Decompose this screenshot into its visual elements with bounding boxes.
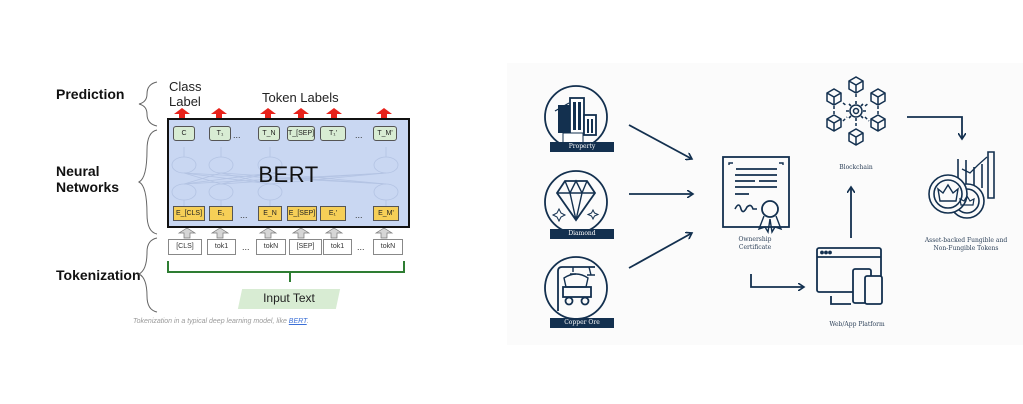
- input-token-box: tok1: [207, 239, 236, 255]
- blockchain-icon: [826, 76, 886, 146]
- ellipsis: ...: [355, 210, 363, 220]
- diamond-icon: [544, 170, 608, 234]
- arrow-property-to-certificate: [628, 124, 692, 159]
- prediction-arrows: [174, 108, 392, 119]
- bert-model-box: BERT C T₁ ... T_N T_[SEP] T₁' ... T_M' E…: [167, 118, 410, 228]
- stage-neural-networks-line2: Networks: [56, 179, 120, 195]
- cube: [870, 114, 886, 132]
- asset-label-property: Property: [550, 142, 614, 152]
- brace-neural-networks: [137, 129, 158, 235]
- ellipsis: ...: [233, 130, 241, 140]
- embedding-box: E_[SEP]: [287, 206, 317, 221]
- embedding-box: E_N: [258, 206, 282, 221]
- stage-prediction: Prediction: [56, 86, 125, 102]
- grey-arrow: [177, 228, 197, 239]
- ellipsis: ...: [357, 242, 365, 252]
- gear: [849, 104, 863, 118]
- certificate-label-line1: Ownership: [738, 236, 772, 243]
- input-token-box: tokN: [256, 239, 286, 255]
- red-arrow: [293, 108, 309, 119]
- token-labels-heading: Token Labels: [262, 90, 339, 105]
- grey-arrow: [210, 228, 230, 239]
- certificate-icon: [722, 156, 790, 235]
- stage-tokenization: Tokenization: [56, 267, 141, 283]
- brace-prediction: [138, 81, 158, 127]
- ellipsis: ...: [240, 210, 248, 220]
- stage-neural-networks: Neural Networks: [56, 163, 119, 195]
- cube: [848, 128, 864, 146]
- input-token-box: tokN: [373, 239, 403, 255]
- red-arrow: [326, 108, 342, 119]
- arrow-copper-to-certificate: [628, 233, 692, 269]
- embedding-box: E₁: [209, 206, 233, 221]
- arrow-certificate-to-platform: [750, 274, 804, 287]
- stage-neural-networks-line1: Neural: [56, 163, 100, 179]
- input-token-box: [CLS]: [168, 239, 202, 255]
- input-token-box: tok1: [323, 239, 352, 255]
- asset-diagram-graphics: [544, 76, 995, 320]
- bert-link[interactable]: BERT: [288, 318, 307, 325]
- neural-network-graph: [171, 147, 399, 206]
- caption-text: Tokenization in a typical deep learning …: [133, 318, 289, 325]
- ellipsis: ...: [355, 130, 363, 140]
- certificate-label: Ownership Certificate: [713, 236, 797, 252]
- output-token-box: T₁: [209, 126, 231, 141]
- class-label-line1: Class: [169, 79, 202, 94]
- input-text-label: Input Text: [263, 291, 315, 305]
- certificate-label-line2: Certificate: [738, 244, 772, 251]
- blockchain-label: Blockchain: [839, 164, 873, 171]
- asset-label-copper-ore: Copper Ore: [550, 318, 614, 328]
- tokens-label-line1: Asset-backed Fungible and: [924, 237, 1008, 244]
- class-label: Class Label: [169, 79, 202, 109]
- stage-braces: [137, 81, 158, 313]
- cube: [826, 88, 842, 106]
- tokens-label-line2: Non-Fungible Tokens: [933, 245, 999, 252]
- input-token-box: [SEP]: [289, 239, 322, 255]
- platform-label: Web/App Platform: [829, 321, 885, 328]
- embedding-box: E_[CLS]: [173, 206, 205, 221]
- caption-period: .: [306, 318, 309, 325]
- brace-tokenization: [137, 237, 158, 313]
- figure-caption: Tokenization in a typical deep learning …: [133, 318, 309, 325]
- embedding-box: E₁': [320, 206, 346, 221]
- cube: [826, 114, 842, 132]
- buildings-icon: [544, 85, 608, 149]
- grey-arrow: [324, 228, 344, 239]
- output-token-box: T_M': [373, 126, 397, 141]
- output-token-box: T₁': [320, 126, 346, 141]
- bert-title: BERT: [258, 162, 319, 187]
- token-coins-icon: [928, 151, 995, 219]
- output-token-box: T_N: [258, 126, 280, 141]
- output-token-box: C: [173, 126, 195, 141]
- tokens-label: Asset-backed Fungible and Non-Fungible T…: [910, 237, 1022, 253]
- embedding-box: E_M': [373, 206, 399, 221]
- class-label-line2: Label: [169, 94, 201, 109]
- red-arrow: [260, 108, 276, 119]
- output-token-box: T_[SEP]: [287, 126, 315, 141]
- grey-arrow: [374, 228, 394, 239]
- arrow-blockchain-to-tokens: [907, 116, 962, 139]
- cube: [870, 88, 886, 106]
- grey-arrow: [258, 228, 278, 239]
- web-app-platform-icon: [816, 247, 883, 305]
- embedding-arrows: [177, 228, 394, 239]
- red-arrow: [376, 108, 392, 119]
- grey-arrow: [291, 228, 311, 239]
- red-arrow: [174, 108, 190, 119]
- cube: [848, 76, 864, 94]
- ellipsis: ...: [242, 242, 250, 252]
- green-bracket: [167, 261, 405, 282]
- asset-label-diamond: Diamond: [550, 229, 614, 239]
- mine-cart-icon: [544, 256, 608, 320]
- red-arrow: [211, 108, 227, 119]
